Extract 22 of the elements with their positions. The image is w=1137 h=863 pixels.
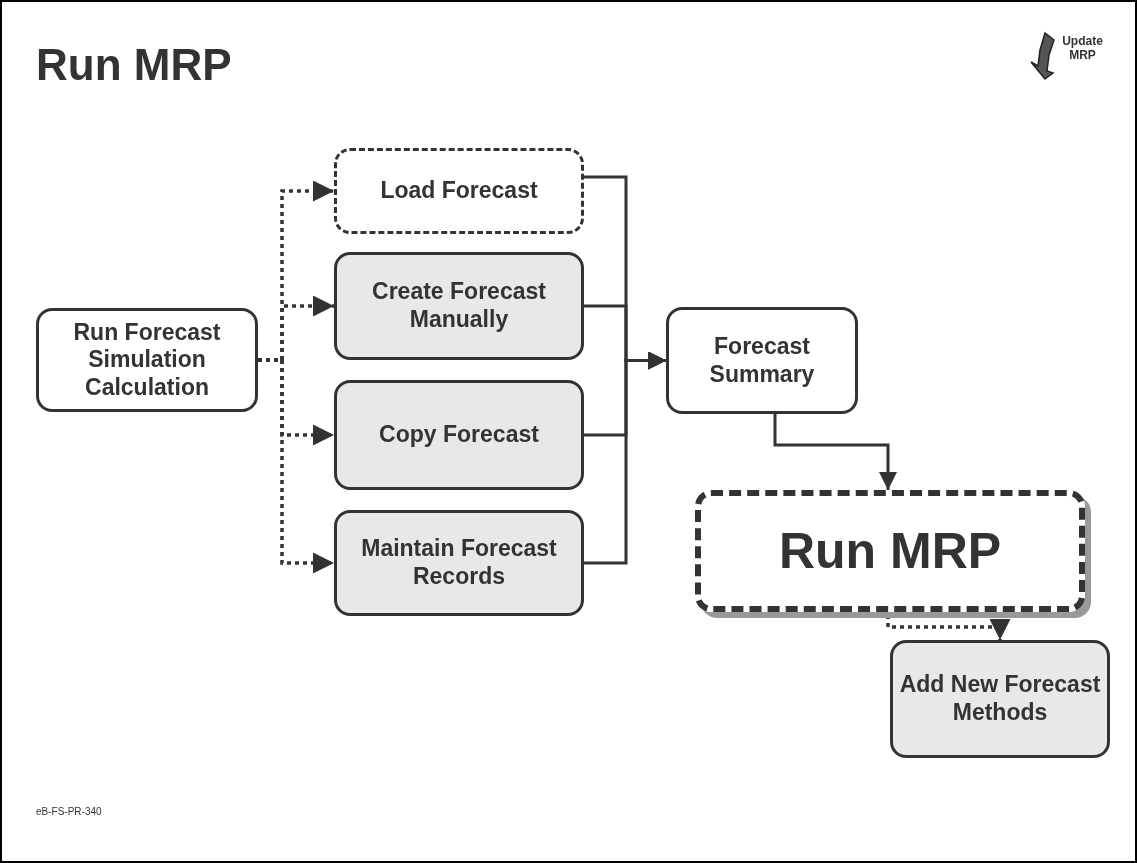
node-text: Forecast Summary	[708, 332, 816, 389]
process-box	[334, 148, 584, 234]
node-text: Run Forecast Simulation Calculation	[72, 318, 222, 402]
process-box	[666, 307, 858, 414]
arrow	[258, 358, 334, 574]
node-text: Copy Forecast	[379, 421, 539, 449]
process-box	[334, 510, 584, 616]
node-text: Create Forecast Manually	[371, 278, 547, 334]
node-text: Maintain Forecast Records	[360, 535, 558, 591]
node-text: Load Forecast	[380, 177, 538, 205]
node-text: Add New Forecast Methods	[898, 671, 1102, 727]
icon-label: Update MRP	[1061, 34, 1104, 62]
arrow	[773, 414, 897, 490]
document-code: eB-FS-PR-340	[36, 806, 103, 817]
arrow	[584, 351, 666, 565]
process-box	[334, 252, 584, 360]
process-box	[36, 308, 258, 412]
diagram-title: Run MRP	[36, 40, 232, 90]
process-box	[334, 380, 584, 490]
node-text: Run MRP	[778, 522, 1002, 581]
arrow	[886, 615, 1011, 640]
process-box	[890, 640, 1110, 758]
